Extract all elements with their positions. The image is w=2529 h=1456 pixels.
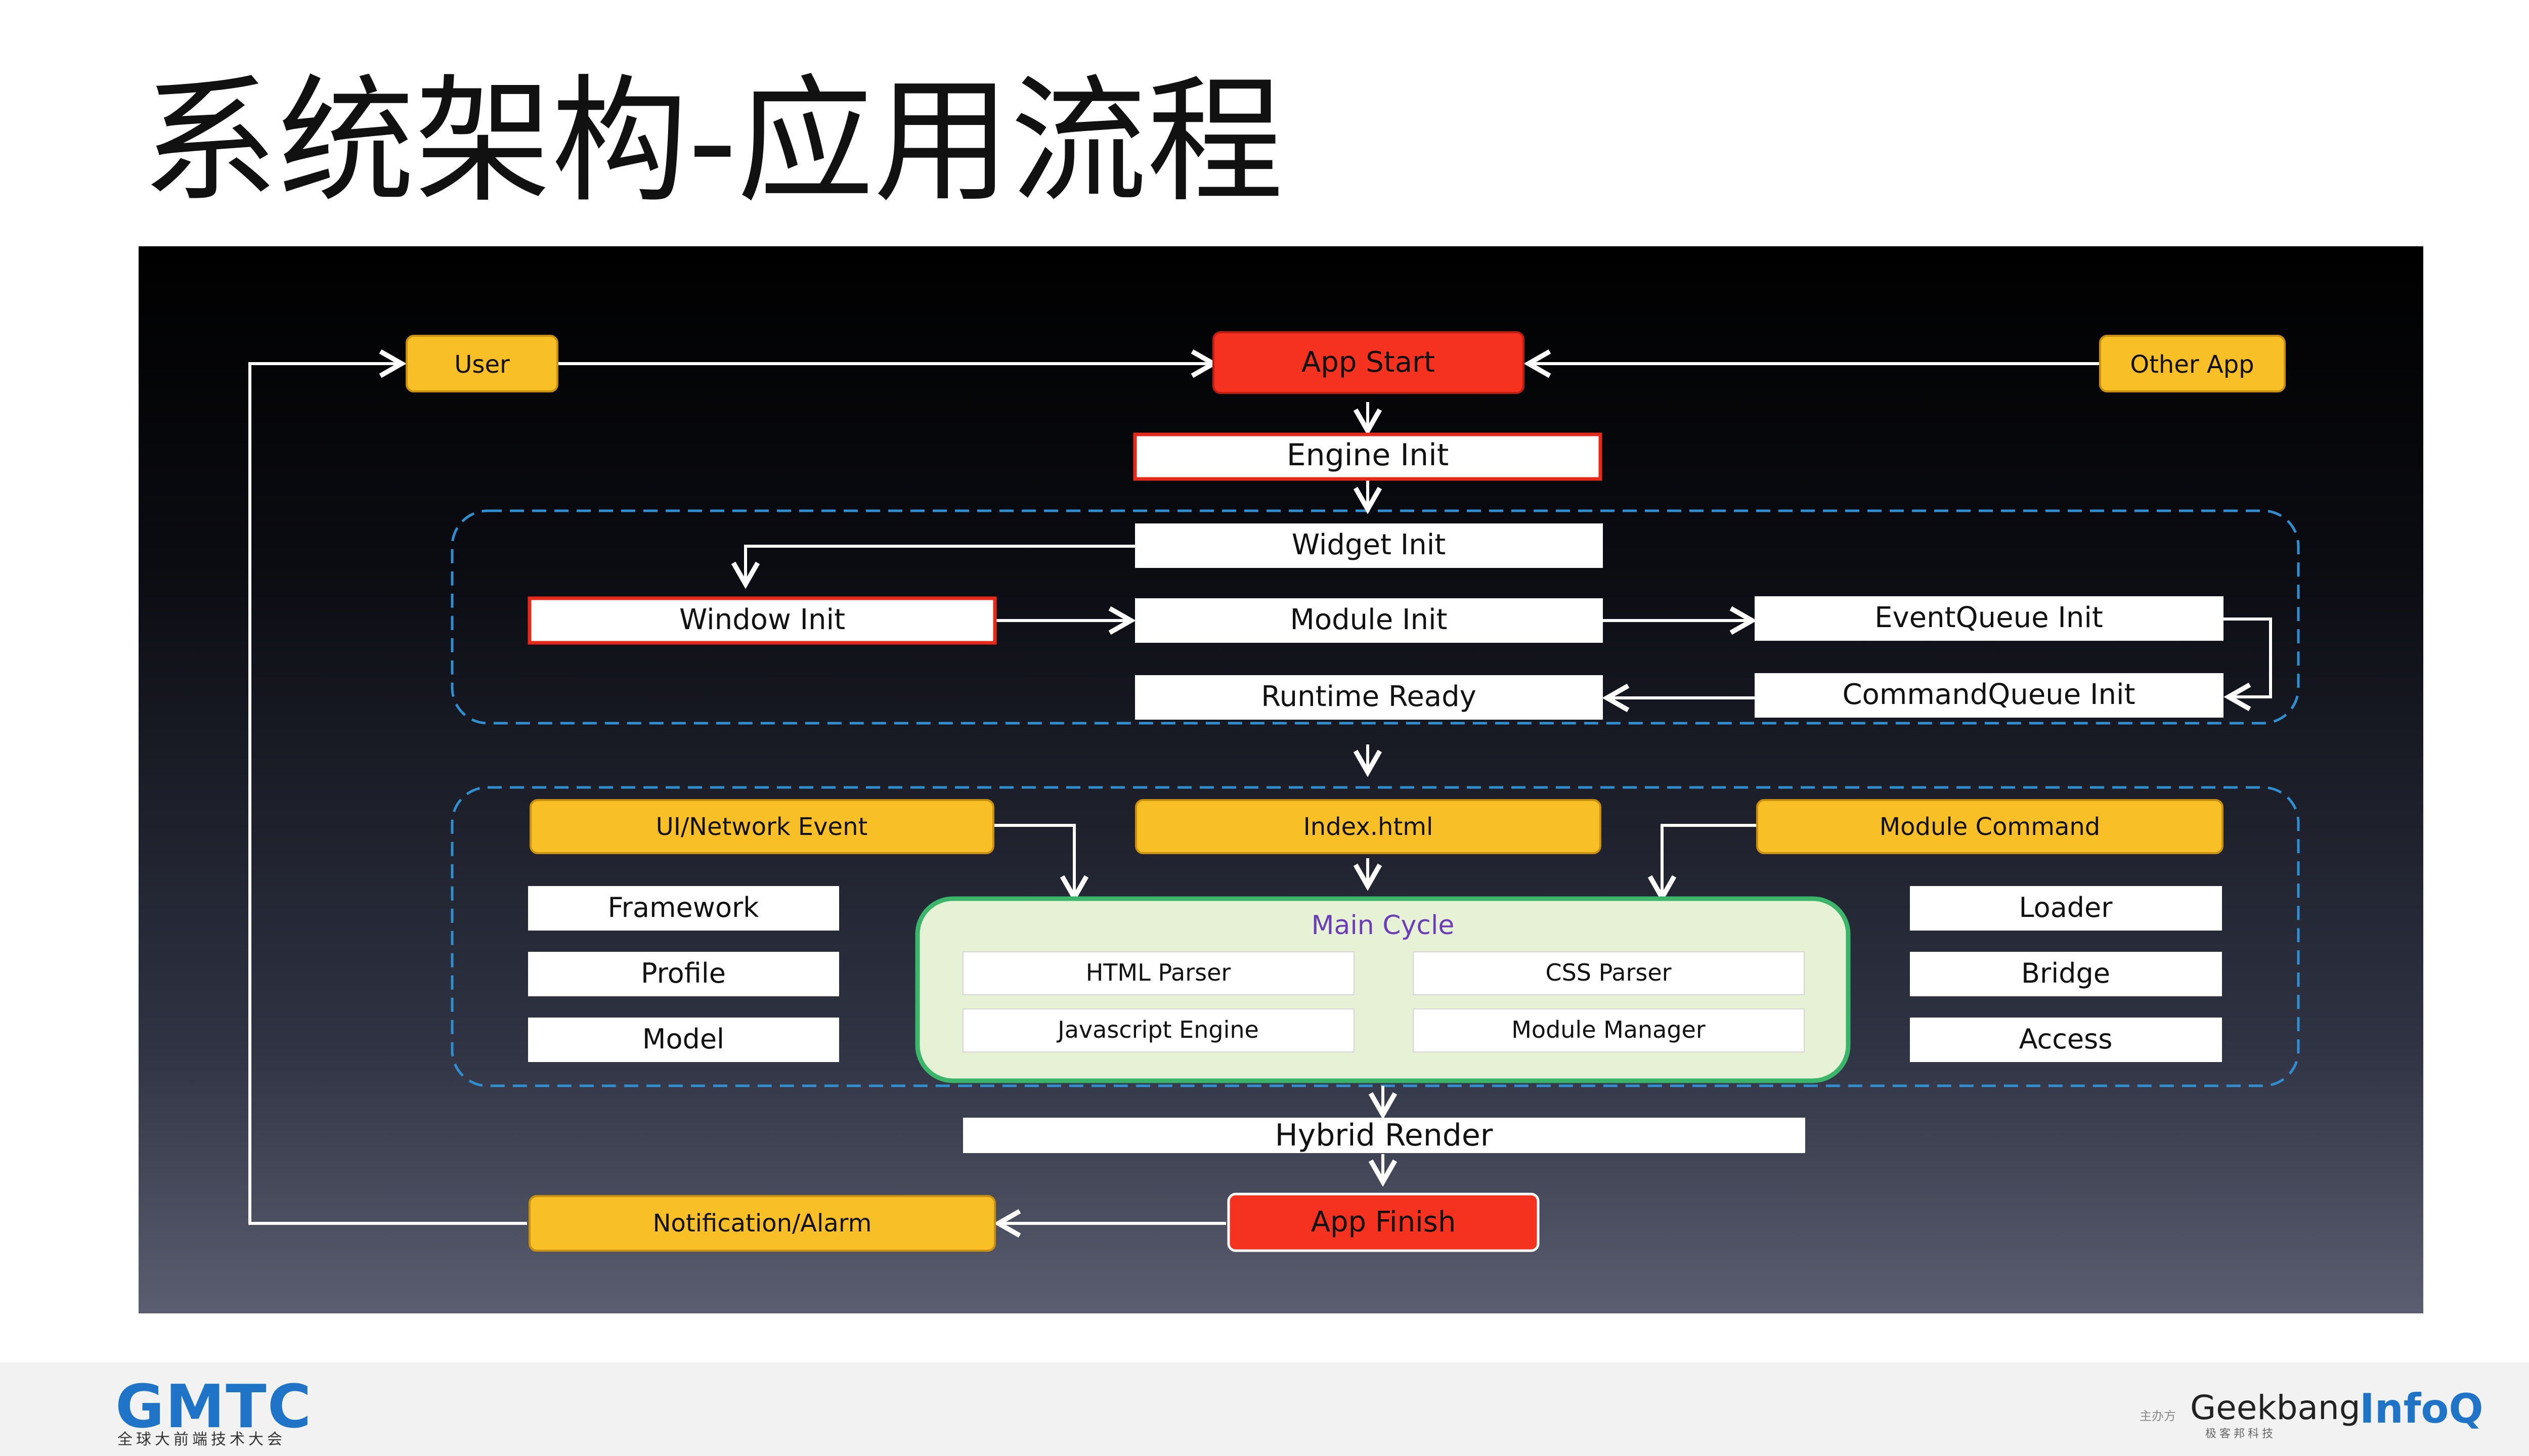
arrow-widget-init-to-window-init	[731, 545, 1135, 589]
node-index-html-label: Index.html	[1303, 813, 1433, 841]
geekbang-logo: Geekbang	[2190, 1388, 2361, 1427]
node-module-manager: Module Manager	[1413, 1008, 1805, 1052]
node-framework: Framework	[528, 886, 839, 931]
node-user-label: User	[454, 350, 510, 379]
node-framework-label: Framework	[608, 892, 760, 923]
node-other-app-label: Other App	[2130, 350, 2254, 379]
node-app-finish-label: App Finish	[1311, 1206, 1456, 1239]
node-eventqueue-init-label: EventQueue Init	[1874, 601, 2103, 634]
gmtc-logo-mark: GMTC	[115, 1372, 313, 1441]
node-window-init-label: Window Init	[679, 603, 845, 636]
main-cycle: Main Cycle HTML Parser CSS Parser Javasc…	[915, 896, 1851, 1083]
organizer-label: 主办方	[2140, 1409, 2176, 1423]
gmtc-logo: GMTC 全球大前端技术大会	[111, 1377, 311, 1448]
arrow-ui-event-to-main-cycle	[993, 824, 1089, 903]
node-runtime-ready-label: Runtime Ready	[1261, 680, 1476, 713]
node-module-init: Module Init	[1135, 598, 1603, 643]
node-model: Model	[528, 1018, 839, 1062]
node-other-app: Other App	[2099, 335, 2286, 392]
gmtc-logo-subtitle: 全球大前端技术大会	[117, 1431, 286, 1448]
flow-diagram: User App Start Other App Engine Init Wid…	[139, 246, 2423, 1313]
node-engine-init-label: Engine Init	[1287, 437, 1449, 473]
node-app-start: App Start	[1212, 331, 1524, 394]
node-hybrid-render-label: Hybrid Render	[1275, 1118, 1493, 1153]
node-bridge-label: Bridge	[2021, 957, 2110, 989]
connectors	[248, 349, 2272, 1238]
node-commandqueue-init-label: CommandQueue Init	[1842, 678, 2135, 711]
node-javascript-engine-label: Javascript Engine	[1056, 1016, 1259, 1043]
node-css-parser-label: CSS Parser	[1545, 959, 1671, 986]
node-app-finish: App Finish	[1227, 1193, 1540, 1252]
node-access: Access	[1910, 1018, 2222, 1062]
node-model-label: Model	[642, 1023, 724, 1055]
node-module-command-label: Module Command	[1880, 813, 2101, 841]
footer-bar	[0, 1362, 2529, 1456]
node-engine-init: Engine Init	[1133, 432, 1602, 481]
node-bridge: Bridge	[1910, 952, 2222, 996]
node-profile: Profile	[528, 952, 839, 996]
arrow-notification-loop-to-user	[248, 349, 527, 1225]
node-javascript-engine: Javascript Engine	[963, 1008, 1355, 1052]
node-loader-label: Loader	[2019, 892, 2113, 923]
node-notification-alarm: Notification/Alarm	[529, 1195, 996, 1252]
node-module-manager-label: Module Manager	[1511, 1016, 1706, 1043]
node-widget-init: Widget Init	[1135, 523, 1603, 568]
node-index-html: Index.html	[1135, 799, 1601, 854]
node-module-command: Module Command	[1756, 799, 2223, 854]
main-cycle-title: Main Cycle	[1312, 910, 1455, 941]
arrow-module-command-to-main-cycle	[1647, 824, 1757, 903]
node-module-init-label: Module Init	[1290, 603, 1448, 636]
node-commandqueue-init: CommandQueue Init	[1755, 673, 2223, 718]
node-hybrid-render: Hybrid Render	[963, 1118, 1805, 1153]
infoq-logo: InfoQ	[2360, 1385, 2483, 1432]
slide-title: 系统架构-应用流程	[142, 62, 1284, 221]
init-group-outline	[451, 509, 2300, 725]
node-runtime-ready: Runtime Ready	[1135, 675, 1603, 720]
node-widget-init-label: Widget Init	[1292, 528, 1446, 561]
node-profile-label: Profile	[641, 957, 726, 989]
runtime-group-outline	[451, 786, 2300, 1087]
node-ui-network-event-label: UI/Network Event	[656, 813, 868, 841]
node-access-label: Access	[2019, 1023, 2113, 1055]
node-eventqueue-init: EventQueue Init	[1755, 596, 2223, 641]
node-app-start-label: App Start	[1301, 346, 1435, 379]
node-html-parser-label: HTML Parser	[1086, 959, 1231, 986]
node-ui-network-event: UI/Network Event	[530, 799, 994, 854]
node-window-init: Window Init	[528, 596, 997, 645]
organizer-logos: 主办方 Geekbang 极客邦科技 InfoQ	[2140, 1383, 2494, 1441]
arrow-eventqueue-to-commandqueue	[2223, 617, 2272, 712]
node-html-parser: HTML Parser	[963, 951, 1355, 995]
node-notification-alarm-label: Notification/Alarm	[653, 1209, 872, 1238]
geekbang-subtitle: 极客邦科技	[2205, 1428, 2277, 1440]
node-loader: Loader	[1910, 886, 2222, 931]
node-css-parser: CSS Parser	[1413, 951, 1805, 995]
node-user: User	[406, 335, 558, 392]
